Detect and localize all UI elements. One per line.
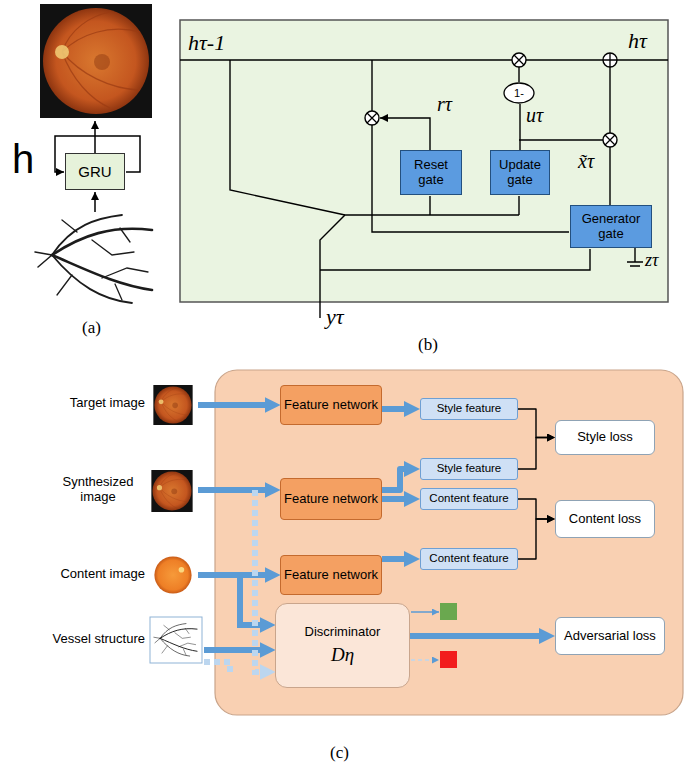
panel-label: (a) xyxy=(82,318,101,338)
complement-ellipse: 1- xyxy=(503,82,535,104)
connector xyxy=(410,633,545,639)
node-text: Style feature xyxy=(437,462,502,475)
connector xyxy=(382,406,410,412)
node-text: Generator gate xyxy=(573,212,649,242)
node-text: Content feature xyxy=(429,552,508,565)
loss-box: Style loss xyxy=(555,420,655,455)
feature-network-box: Feature network xyxy=(280,555,382,595)
math-symbol: hτ xyxy=(628,28,647,53)
node-text: Dη xyxy=(331,644,354,666)
node-text: Discriminator xyxy=(305,625,381,640)
connector xyxy=(518,499,550,519)
math-symbol: zτ xyxy=(645,250,658,271)
feature-box: Content feature xyxy=(420,488,518,510)
math-symbol: hτ-1 xyxy=(188,30,225,55)
connector xyxy=(518,409,550,438)
feature-network-box: Feature network xyxy=(280,478,382,520)
gate-box: Generator gate xyxy=(570,205,652,248)
node-text: Style loss xyxy=(577,430,633,445)
math-symbol: yτ xyxy=(326,304,344,329)
panel-label: (b) xyxy=(418,335,438,355)
feature-network-box: Feature network xyxy=(280,385,382,425)
gate-box: Reset gate xyxy=(400,150,462,195)
input-label: Vessel structure xyxy=(15,632,145,647)
node-text: Content loss xyxy=(569,512,641,527)
discriminator-box: DiscriminatorDη xyxy=(275,603,410,688)
node-text: Adversarial loss xyxy=(564,629,656,644)
loss-box: Content loss xyxy=(555,500,655,538)
connector xyxy=(519,104,520,150)
panel-label: (c) xyxy=(330,743,349,763)
node-text: 1- xyxy=(514,87,524,100)
connector xyxy=(518,519,550,559)
input-label: Target image xyxy=(15,396,145,411)
connector xyxy=(382,496,410,502)
input-label: Content image xyxy=(15,567,145,582)
connector xyxy=(382,469,410,490)
node-text: Feature network xyxy=(284,568,378,583)
node-text: Feature network xyxy=(284,398,378,413)
node-text: Reset gate xyxy=(403,158,459,188)
node-text: Content feature xyxy=(429,492,508,505)
feature-box: Style feature xyxy=(420,398,518,420)
math-symbol: x̃τ xyxy=(578,150,594,173)
state-symbol: h xyxy=(12,136,34,182)
feature-box: Style feature xyxy=(420,458,518,480)
node-text: Feature network xyxy=(284,492,378,507)
gate-box: Update gate xyxy=(490,150,550,195)
input-label: Synthesized image xyxy=(52,475,144,505)
connector xyxy=(518,438,550,470)
math-symbol: rτ xyxy=(437,93,452,116)
feature-box: Content feature xyxy=(420,548,518,570)
connector xyxy=(382,556,410,562)
node-text: Update gate xyxy=(493,158,547,188)
ellipse-shape xyxy=(504,83,534,103)
loss-box: Adversarial loss xyxy=(555,617,665,655)
gru-box: GRU xyxy=(65,153,125,190)
node-text: Style feature xyxy=(437,402,502,415)
node-text: GRU xyxy=(78,163,111,180)
math-symbol: uτ xyxy=(526,104,543,127)
